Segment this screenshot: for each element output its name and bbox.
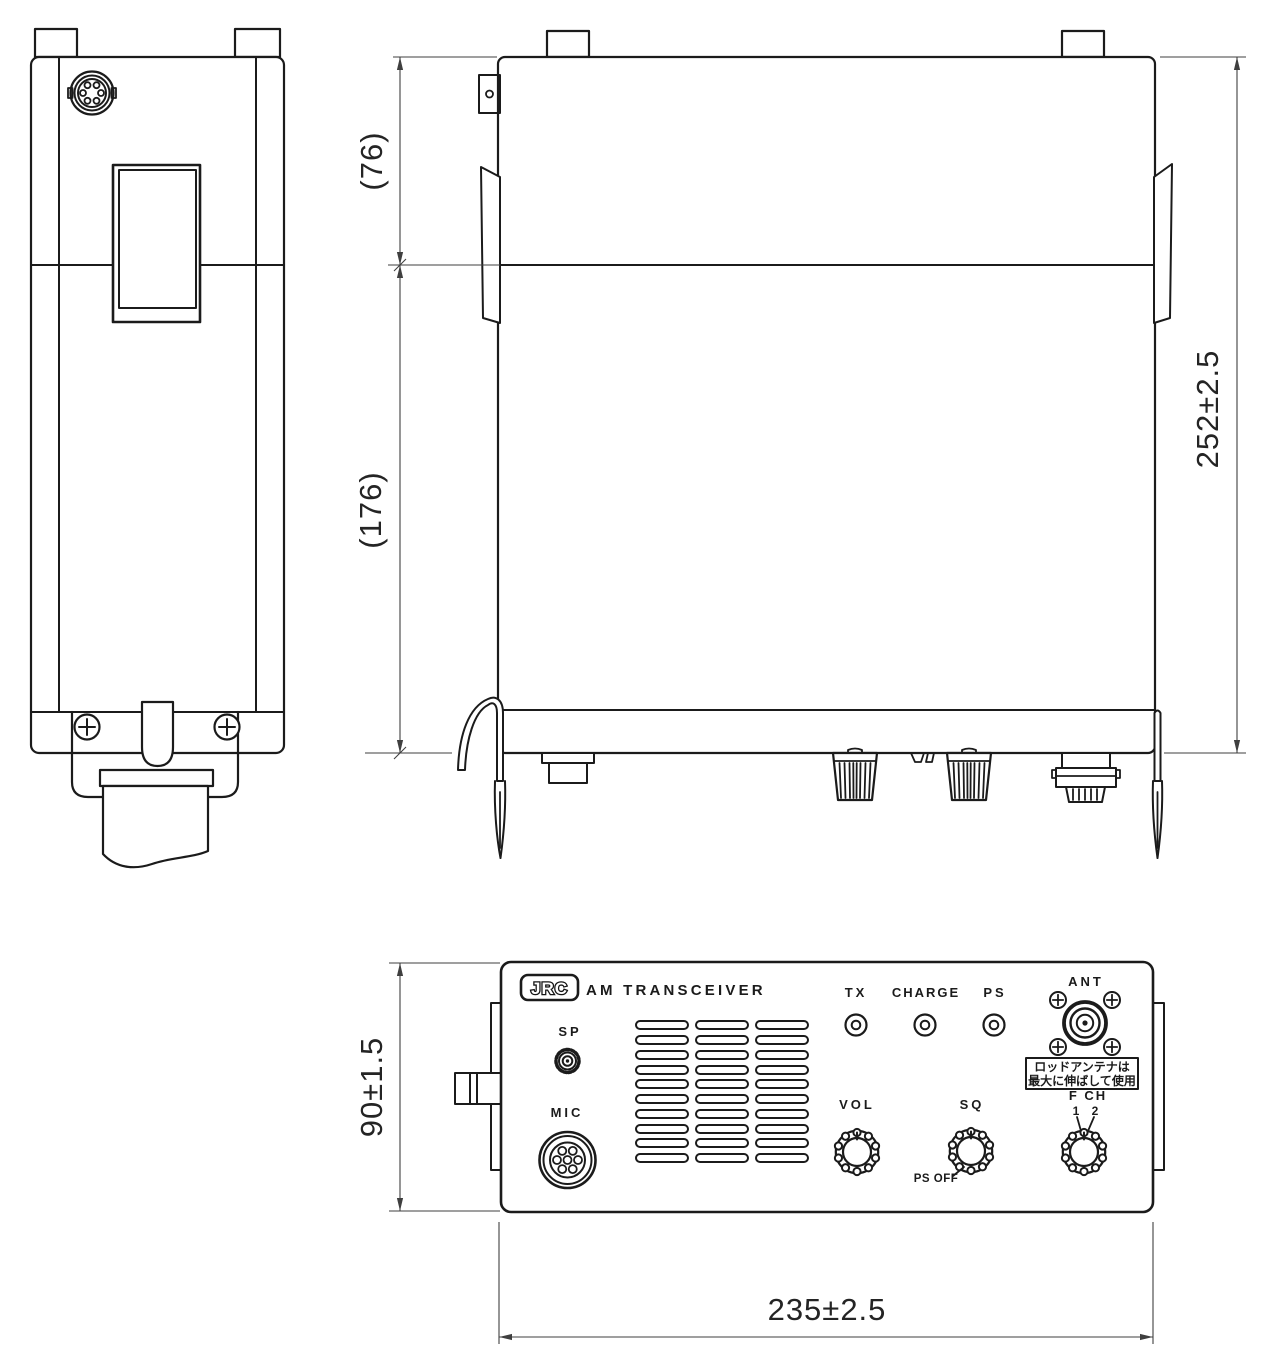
mic-label: MIC	[551, 1105, 584, 1120]
mic-connector-icon[interactable]	[538, 1130, 597, 1190]
antenna-note-box: ロッドアンテナは 最大に伸ばして使用	[1025, 1057, 1139, 1090]
fch-position-1: 1	[1073, 1104, 1080, 1118]
front-view: JRC AM TRANSCEIVER SP MIC	[454, 960, 1165, 1214]
fch-label: F CH	[1069, 1088, 1107, 1103]
fch-position-2: 2	[1092, 1104, 1099, 1118]
tx-label: TX	[845, 985, 868, 1000]
side-view	[29, 27, 286, 869]
front-side-shaft	[454, 1072, 504, 1105]
brand-logo-text: JRC	[531, 979, 568, 998]
sq-label: SQ	[960, 1097, 985, 1112]
side-connector-6pin-icon	[67, 70, 117, 116]
side-window	[111, 163, 202, 324]
top-view	[457, 29, 1173, 859]
top-flag-bracket-right	[1153, 163, 1173, 324]
ant-coax-connector-icon[interactable]	[1062, 1000, 1108, 1046]
ps-label: PS	[983, 985, 1006, 1000]
top-flag-bracket-left	[480, 166, 501, 324]
ant-screw-icon	[1103, 1038, 1121, 1056]
sp-jack-icon[interactable]	[554, 1047, 581, 1075]
top-side-lug	[478, 74, 501, 114]
top-view-tab-left	[545, 29, 591, 59]
dimension-annotations: (76) (176) 252±2.5 90±1.5 235±2.5	[353, 56, 1246, 1344]
top-vol-knob-silhouette	[831, 747, 879, 802]
ant-screw-icon	[1103, 991, 1121, 1009]
rod-antenna-hook	[457, 696, 507, 859]
charge-label: CHARGE	[892, 985, 960, 1000]
dim-front-width: 235±2.5	[768, 1292, 887, 1327]
antenna-note-line1: ロッドアンテナは	[1034, 1060, 1130, 1074]
bracket-center-tab	[140, 700, 175, 768]
ant-screw-icon	[1049, 1038, 1067, 1056]
ant-screw-icon	[1049, 991, 1067, 1009]
antenna-note-line2: 最大に伸ばして使用	[1028, 1073, 1136, 1088]
dim-front-height: 90±1.5	[354, 1037, 389, 1138]
brand-logo: JRC	[519, 973, 580, 1002]
dim-depth-total: 252±2.5	[1190, 350, 1225, 469]
sp-label: SP	[558, 1024, 581, 1039]
side-view-body	[29, 55, 286, 755]
vol-label: VOL	[839, 1097, 875, 1112]
dim-top-upper: (76)	[354, 131, 389, 190]
top-sq-knob-silhouette	[945, 747, 993, 802]
top-ant-connector-silhouette	[1051, 752, 1121, 803]
top-view-body	[496, 55, 1157, 755]
top-bottom-connector-small	[541, 752, 595, 784]
panel-title: AM TRANSCEIVER	[586, 982, 766, 999]
ps-off-label: PS OFF	[914, 1173, 959, 1185]
strap-slot	[98, 768, 215, 788]
rod-antenna-tip	[1151, 709, 1164, 859]
top-view-tab-right	[1060, 29, 1106, 59]
bracket-screw-right-icon	[213, 713, 241, 741]
side-view-top-tab-right	[233, 27, 282, 59]
bracket-screw-left-icon	[73, 713, 101, 741]
hand-strap	[101, 784, 210, 869]
side-view-top-tab-left	[33, 27, 79, 59]
dim-top-lower: (176)	[353, 471, 388, 548]
ant-label: ANT	[1068, 974, 1104, 989]
